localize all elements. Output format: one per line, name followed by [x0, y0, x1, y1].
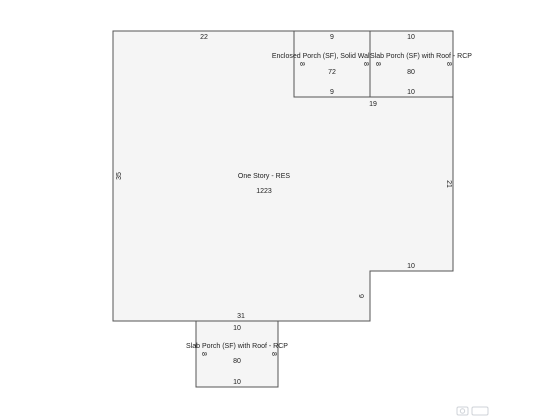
- slab-porch-upper-shape: [369, 30, 454, 98]
- enclosed-porch-dim-bottom: 9: [330, 89, 334, 96]
- slab-porch-upper-dim-top: 10: [407, 34, 415, 41]
- enclosed-porch-dim-right: 8: [362, 62, 369, 66]
- slab-porch-lower-shape: [195, 320, 279, 388]
- main-area-value: 1223: [256, 188, 272, 195]
- main-area-name: One Story - RES: [238, 173, 290, 180]
- main-dim-notch-side: 6: [359, 294, 366, 298]
- main-dim-left: 35: [116, 172, 123, 180]
- slab-porch-lower-dim-left: 8: [200, 352, 207, 356]
- main-dim-bottom: 31: [237, 313, 245, 320]
- main-dim-notch-top: 10: [407, 263, 415, 270]
- main-dim-right-upper: 19: [369, 101, 377, 108]
- slab-porch-upper-dim-bottom: 10: [407, 89, 415, 96]
- enclosed-porch-area: 72: [328, 69, 336, 76]
- slab-porch-lower-name: Slab Porch (SF) with Roof - RCP: [186, 343, 288, 350]
- main-dim-top: 22: [200, 34, 208, 41]
- slab-porch-lower-dim-top: 10: [233, 325, 241, 332]
- enclosed-porch-name: Enclosed Porch (SF), Solid Wall - RCP: [272, 53, 393, 60]
- enclosed-porch-dim-top: 9: [330, 34, 334, 41]
- slab-porch-lower-dim-right: 8: [270, 352, 277, 356]
- slab-porch-upper-dim-left: 8: [374, 62, 381, 66]
- slab-porch-upper-dim-right: 8: [445, 62, 452, 66]
- enclosed-porch-shape: [293, 30, 371, 98]
- slab-porch-upper-area: 80: [407, 69, 415, 76]
- slab-porch-lower-dim-bottom: 10: [233, 379, 241, 386]
- enclosed-porch-dim-left: 8: [298, 62, 305, 66]
- slab-porch-lower-area: 80: [233, 358, 241, 365]
- main-dim-right: 21: [445, 180, 452, 188]
- camera-icon: [456, 406, 489, 416]
- slab-porch-upper-name: Slab Porch (SF) with Roof - RCP: [370, 53, 472, 60]
